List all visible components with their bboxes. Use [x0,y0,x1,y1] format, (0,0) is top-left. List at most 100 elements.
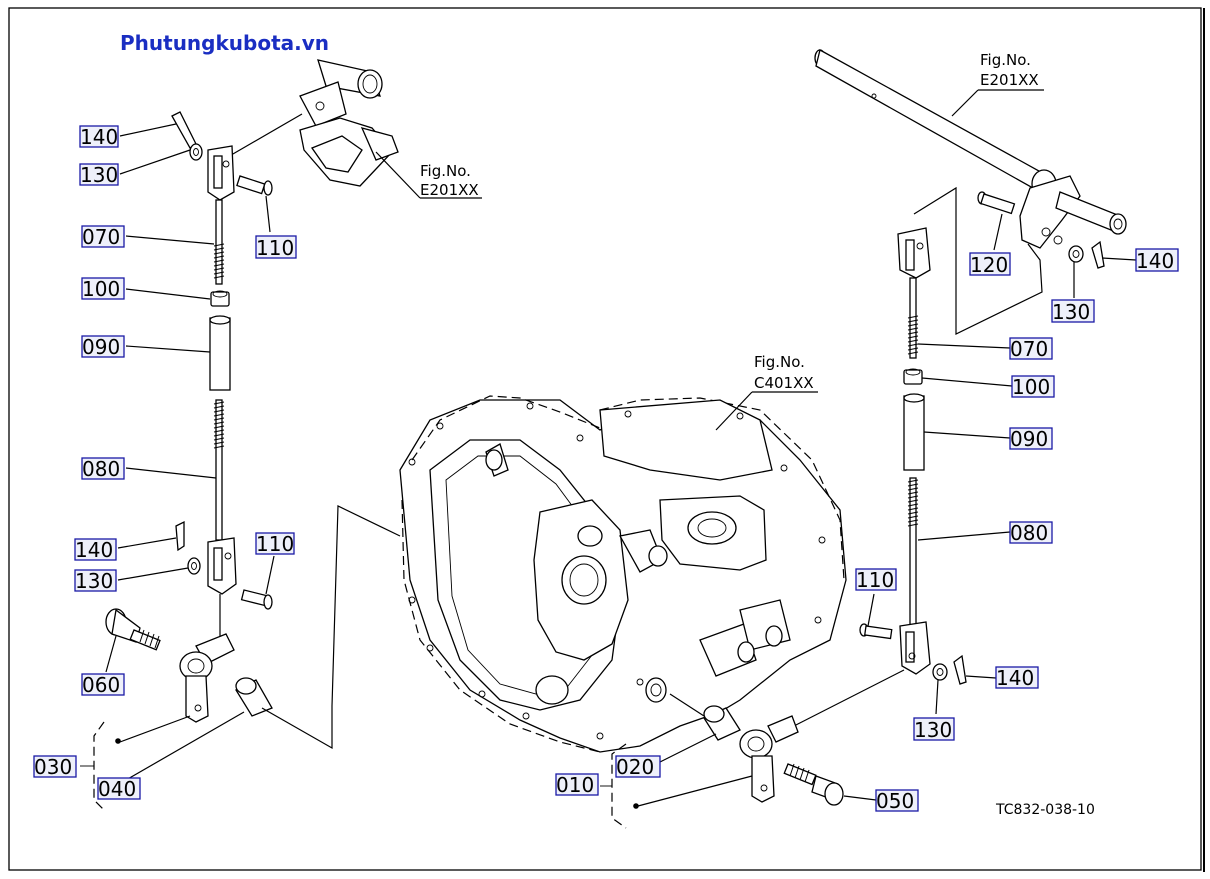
right-bolt-050 [783,763,844,806]
diagram-border [8,7,1202,871]
bushing-to-case-leader [261,505,401,750]
clevis-to-right-lever-leader [789,669,905,729]
svg-text:030: 030 [34,755,72,779]
left-bottom-clevis [207,537,237,595]
left-rod-070 [215,199,223,285]
right-rod-080-thread [907,479,919,527]
left-rod-070-thread [213,243,225,279]
left-top-washer [189,143,203,161]
right-linkage-assembly: Fig.No. E201XX [600,49,1127,829]
left-bottom-washer [187,557,201,575]
left-top-cotter-pin [171,111,197,149]
svg-text:130: 130 [914,718,952,742]
callout-080-left[interactable]: 080 [81,457,125,481]
right-bottom-pin [859,623,893,640]
callout-070-right[interactable]: 070 [1009,337,1053,361]
right-bottom-clevis [899,621,931,675]
callout-120-right[interactable]: 120 [969,252,1011,277]
bracket-to-clevis-leader [225,113,303,159]
svg-text:110: 110 [256,236,294,260]
upper-right-fig-number: E201XX [980,71,1039,89]
callout-020-right[interactable]: 020 [615,755,661,779]
left-lever-030 [179,633,235,723]
center-fig-label: Fig.No. [754,353,805,371]
svg-text:140: 140 [80,125,118,149]
callout-140-right-top[interactable]: 140 [1135,248,1179,273]
svg-text:100: 100 [1012,375,1050,399]
callout-130-left-top[interactable]: 130 [79,163,119,187]
right-turnbuckle-090 [903,395,925,471]
left-top-pin [236,175,273,196]
left-030-bracket [93,721,105,811]
svg-text:020: 020 [616,755,654,779]
right-top-clevis [897,227,931,279]
svg-text:070: 070 [1010,337,1048,361]
upper-left-fig-leader [375,151,421,199]
callout-090-left[interactable]: 090 [81,335,125,359]
left-turnbuckle-090 [209,317,231,391]
left-top-clevis [207,145,235,201]
callout-leaders [105,123,1137,801]
left-rod-080 [215,399,223,541]
callout-140-left-top[interactable]: 140 [79,125,119,149]
svg-text:010: 010 [556,773,594,797]
upper-left-fig-number: E201XX [420,181,479,199]
callout-040-left[interactable]: 040 [97,777,141,801]
shaft-to-clevis-leader [913,186,1043,335]
left-nut-100 [210,291,230,307]
callout-110-left-bottom[interactable]: 110 [255,532,295,556]
upper-right-fig-leader [951,89,979,117]
svg-text:140: 140 [75,538,113,562]
callout-030-left[interactable]: 030 [33,755,77,779]
callout-140-left-bottom[interactable]: 140 [74,538,117,562]
left-rod-080-thread [213,401,225,449]
callout-100-right[interactable]: 100 [1011,375,1055,399]
center-fig-leader [715,391,753,431]
callout-130-right-top[interactable]: 130 [1051,299,1095,324]
upper-right-shaft [814,49,1127,249]
site-watermark: Phutungkubota.vn [120,31,329,55]
case-to-bushing-leader [669,693,705,717]
callout-130-right-bottom[interactable]: 130 [913,717,955,742]
svg-text:050: 050 [876,789,914,813]
right-010-dot [633,803,639,809]
right-rod-070 [909,277,917,359]
svg-text:130: 130 [1052,300,1090,324]
callout-090-right[interactable]: 090 [1009,427,1053,451]
svg-text:040: 040 [98,777,136,801]
svg-text:130: 130 [75,569,113,593]
callout-100-left[interactable]: 100 [81,277,125,301]
svg-text:120: 120 [970,253,1008,277]
left-linkage-assembly: Fig.No. E201XX [80,59,482,811]
svg-text:130: 130 [80,163,118,187]
callout-140-right-bottom[interactable]: 140 [995,666,1039,690]
callout-010-right[interactable]: 010 [555,773,599,797]
left-030-dot [115,738,121,744]
callout-050-right[interactable]: 050 [875,789,919,813]
svg-text:090: 090 [1010,427,1048,451]
right-lever-010 [739,715,799,803]
callout-070-left[interactable]: 070 [81,225,125,249]
callout-110-right[interactable]: 110 [855,568,897,592]
callout-060-left[interactable]: 060 [81,673,125,697]
svg-text:070: 070 [82,225,120,249]
callout-130-left-bottom[interactable]: 130 [74,569,117,593]
right-bushing-020 [703,705,741,741]
svg-text:140: 140 [996,666,1034,690]
center-fig-number: C401XX [754,374,814,392]
svg-text:080: 080 [1010,521,1048,545]
right-bottom-washer [932,663,948,681]
callout-110-left-top[interactable]: 110 [255,235,297,260]
svg-text:110: 110 [256,532,294,556]
left-bolt-060 [105,608,161,651]
callout-080-right[interactable]: 080 [1009,521,1053,545]
upper-left-fig-label: Fig.No. [420,162,471,180]
svg-text:080: 080 [82,457,120,481]
right-pin-120 [977,191,1016,215]
transmission-case [399,395,847,753]
right-rod-070-thread [907,315,919,355]
left-bottom-cotter-pin [175,520,185,552]
right-nut-100 [903,369,923,385]
right-bottom-cotter-pin [953,654,967,685]
